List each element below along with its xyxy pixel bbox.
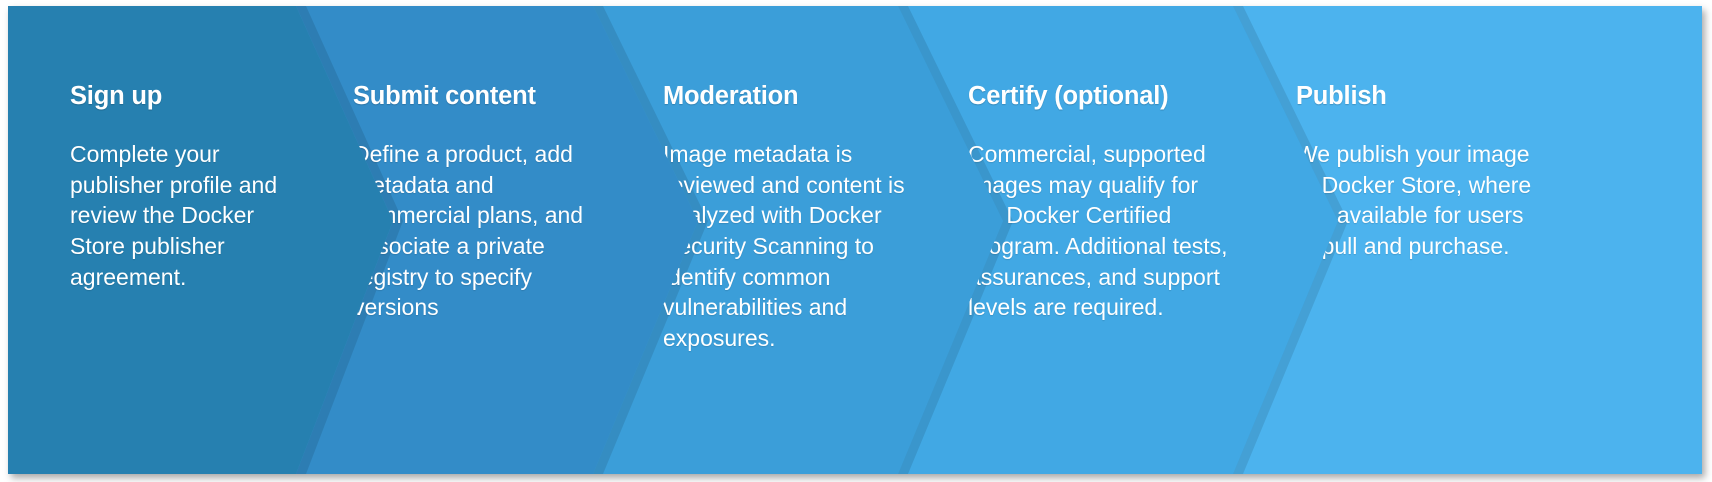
chevron-shape-1: [8, 6, 393, 474]
step-content-2: Submit content Define a product, add met…: [353, 82, 603, 323]
step-description-3: Image metadata is reviewed and content i…: [663, 141, 905, 351]
chevron-track: Sign up Complete your publisher profile …: [8, 6, 1702, 474]
chevron-shape-4: [898, 6, 1338, 474]
chevron-step-sign-up[interactable]: Sign up Complete your publisher profile …: [8, 6, 393, 474]
step-content-3: Moderation Image metadata is reviewed an…: [663, 82, 915, 353]
step-title-4: Certify (optional): [968, 82, 1169, 110]
step-title-3: Moderation: [663, 82, 799, 110]
chevron-step-submit-content[interactable]: Submit content Define a product, add met…: [8, 6, 698, 474]
chevron-step-publish[interactable]: Publish We publish your image to Docker …: [8, 6, 1702, 474]
chevron-shape-2: [296, 6, 698, 474]
chevron-shape-3: [593, 6, 1003, 474]
step-content-4: Certify (optional) Commercial, supported…: [968, 82, 1230, 323]
step-content-5: Publish We publish your image to Docker …: [1296, 82, 1548, 262]
step-description-5: We publish your image to Docker Store, w…: [1296, 141, 1532, 260]
step-description-2: Define a product, add metadata and comme…: [353, 141, 584, 321]
step-description-1: Complete your publisher profile and revi…: [70, 141, 278, 290]
chevron-step-certify[interactable]: Certify (optional) Commercial, supported…: [8, 6, 1338, 474]
chevron-step-moderation[interactable]: Moderation Image metadata is reviewed an…: [8, 6, 1003, 474]
chevron-shape-5: [1233, 6, 1702, 474]
step-content-1: Sign up Complete your publisher profile …: [70, 82, 302, 292]
step-title-5: Publish: [1296, 82, 1387, 110]
step-title-2: Submit content: [353, 82, 536, 110]
step-title-1: Sign up: [70, 82, 163, 110]
step-description-4: Commercial, supported images may qualify…: [968, 141, 1228, 321]
